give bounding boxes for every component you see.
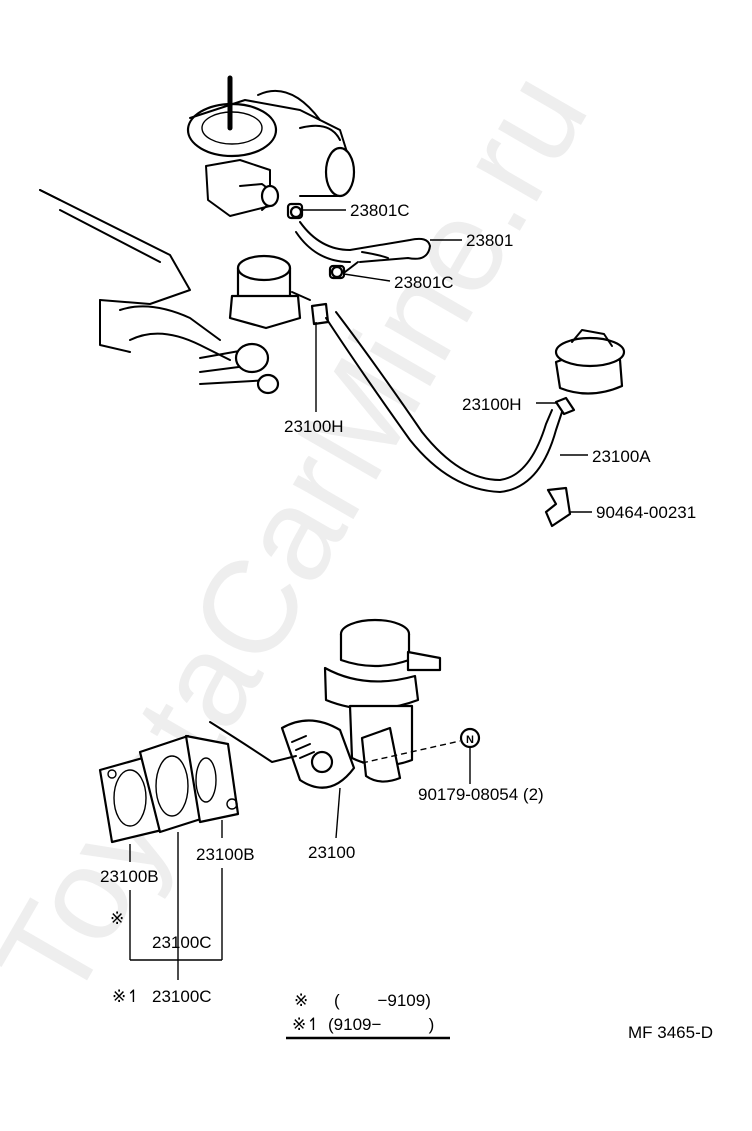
- label-23100b-left: 23100B: [100, 867, 159, 886]
- label-23801: 23801: [466, 231, 513, 250]
- n-marker-label: N: [466, 734, 474, 746]
- label-23100: 23100: [308, 843, 355, 862]
- label-90179-08054: 90179-08054 (2): [418, 785, 544, 804]
- leader-lines: [129, 209, 592, 980]
- star-symbol-mid: ※: [110, 909, 124, 928]
- air-cleaner-housing: [39, 189, 280, 395]
- vacuum-valve-left: [228, 254, 311, 330]
- legend-row2: (9109− ): [328, 1015, 434, 1034]
- clip-23100h-left: [310, 302, 330, 326]
- label-23100c-bottom: 23100C: [152, 987, 212, 1006]
- label-23100b-right: 23100B: [196, 845, 255, 864]
- clamp-90464: [544, 486, 572, 528]
- label-90464-00231: 90464-00231: [596, 503, 696, 522]
- label-23100h-left: 23100H: [284, 417, 344, 436]
- hose-23100a: [325, 311, 563, 493]
- legend-star2: ※↿: [292, 1015, 321, 1034]
- label-23801c-top: 23801C: [350, 201, 410, 220]
- watermark: ToyotaCarMine.ru: [0, 48, 615, 1024]
- label-23801c-mid: 23801C: [394, 273, 454, 292]
- label-23100c-mid: 23100C: [152, 933, 212, 952]
- vacuum-valve-right: [554, 329, 626, 416]
- n-circle-marker: N: [459, 727, 481, 749]
- legend-row1: ( −9109): [334, 991, 431, 1010]
- label-23100h-right: 23100H: [462, 395, 522, 414]
- label-23100a: 23100A: [592, 447, 651, 466]
- legend: ※ ( −9109) ※↿ (9109− ): [286, 991, 450, 1040]
- diagram-code: MF 3465-D: [628, 1023, 713, 1042]
- gasket-23100b-right: [184, 734, 240, 824]
- fuel-pump-23100: [209, 618, 442, 789]
- carburetor-top: [186, 75, 356, 217]
- hose-23801: [295, 221, 431, 273]
- clip-23801c-mid: [328, 264, 346, 280]
- star-symbol-bottom: ※↿: [112, 987, 141, 1006]
- legend-star1: ※: [294, 991, 308, 1010]
- clip-23801c-top: [286, 202, 304, 220]
